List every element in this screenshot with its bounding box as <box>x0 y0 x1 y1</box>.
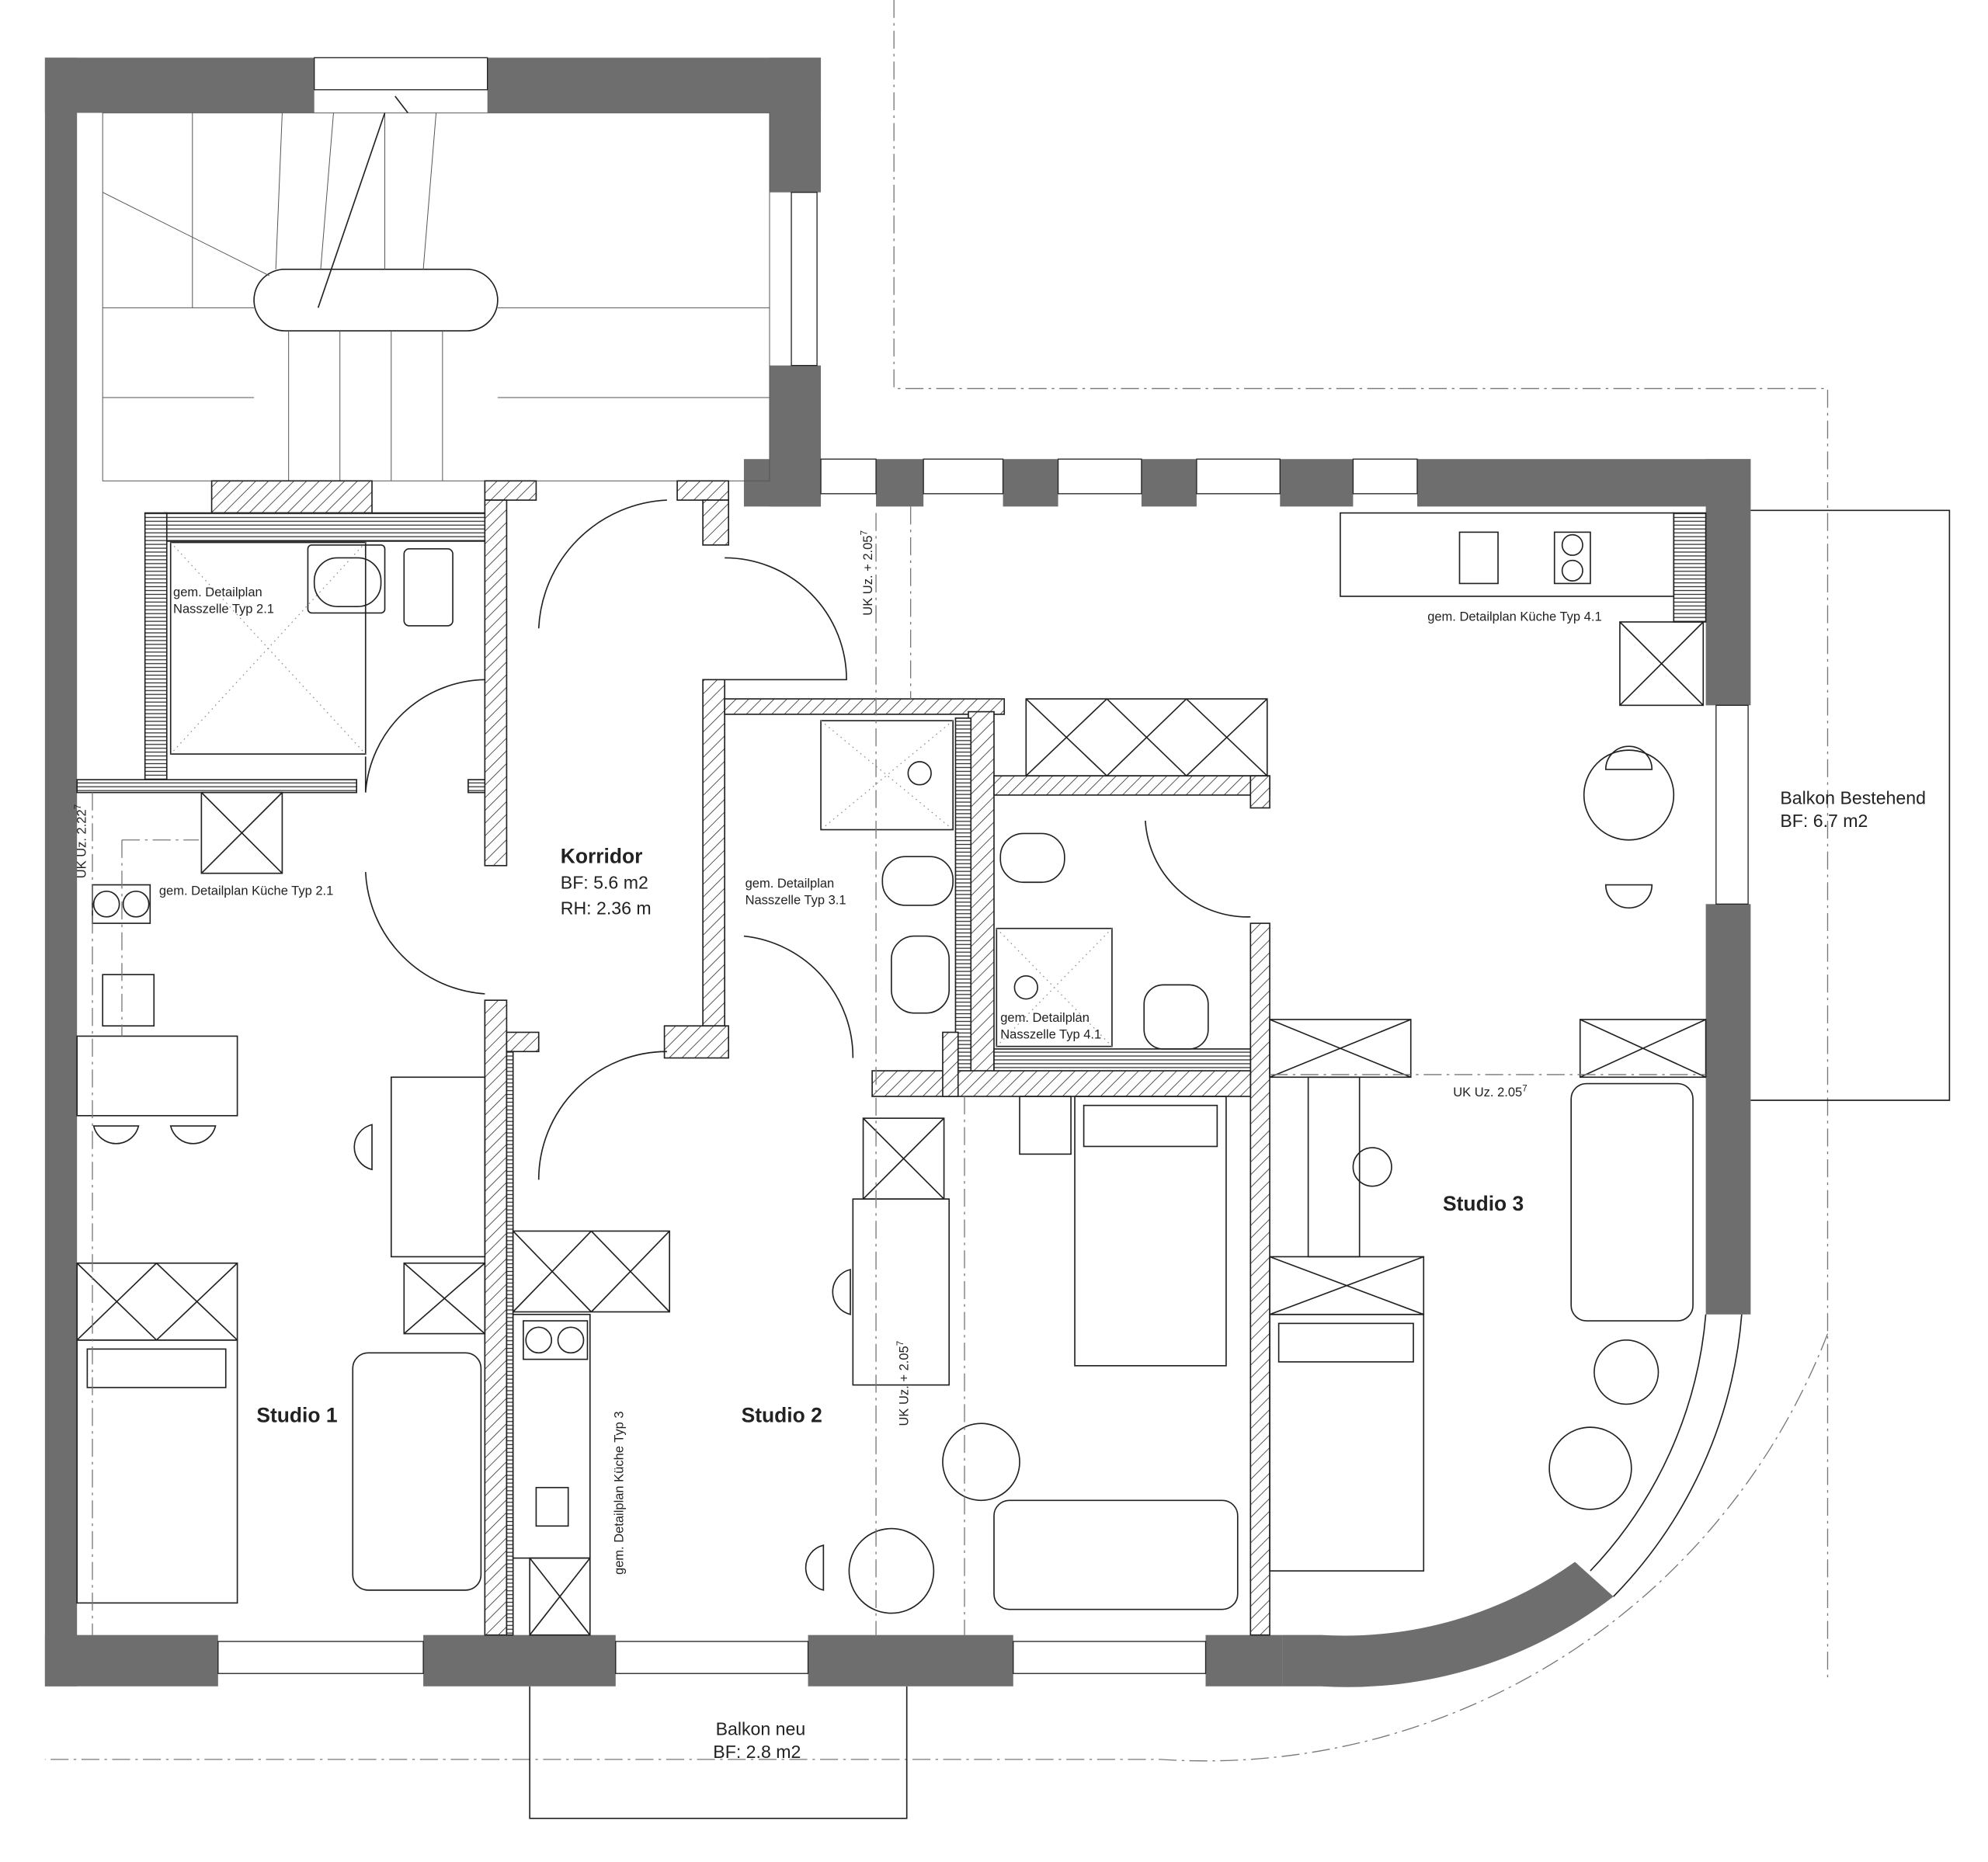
note-nasszelle-3-1-line2: Nasszelle Typ 3.1 <box>746 893 846 907</box>
interior-walls <box>76 480 1707 1636</box>
balcony-new-name: Balkon neu <box>716 1719 806 1739</box>
room-labels: Korridor BF: 5.6 m2 RH: 2.36 m Studio 1 … <box>256 787 1926 1762</box>
uk-studio-2: UK Uz. + 2.057 <box>896 1341 912 1426</box>
staircase <box>102 96 770 481</box>
bathroom-3-1 <box>820 720 954 1014</box>
room-name-studio-3: Studio 3 <box>1443 1192 1524 1215</box>
room-name-studio-1: Studio 1 <box>256 1404 337 1427</box>
bathroom-2-1 <box>169 541 454 755</box>
note-kueche-3: gem. Detailplan Küche Typ 3 <box>613 1411 627 1575</box>
note-nasszelle-2-1: gem. Detailplan <box>173 585 262 599</box>
doors <box>364 499 1251 1180</box>
note-nasszelle-4-1: gem. Detailplan <box>1000 1011 1090 1025</box>
property-lines <box>44 0 1829 1762</box>
windows <box>217 57 1749 1674</box>
note-nasszelle-3-1: gem. Detailplan <box>746 877 835 891</box>
korridor-area: BF: 5.6 m2 <box>561 872 648 892</box>
detail-notes: gem. Detailplan Nasszelle Typ 2.1 gem. D… <box>159 585 1602 1575</box>
note-kueche-4-1: gem. Detailplan Küche Typ 4.1 <box>1427 610 1601 624</box>
note-nasszelle-2-1-line2: Nasszelle Typ 2.1 <box>173 602 274 616</box>
balcony-existing-name: Balkon Bestehend <box>1780 787 1926 808</box>
bathroom-4-1 <box>996 832 1209 1050</box>
uk-studio-1: UK Uz. 2.227 <box>74 804 89 878</box>
korridor-height: RH: 2.36 m <box>561 898 652 919</box>
furniture <box>76 745 1694 1614</box>
kitchens <box>76 512 1707 1636</box>
uk-top: UK Uz. + 2.057 <box>860 530 876 616</box>
room-name-korridor: Korridor <box>561 844 643 867</box>
height-annotations: UK Uz. 2.227 UK Uz. + 2.057 UK Uz. + 2.0… <box>74 530 1527 1426</box>
balcony-new-area: BF: 2.8 m2 <box>713 1742 801 1762</box>
ceiling-lines <box>92 506 1706 1635</box>
balcony-existing <box>1750 509 1951 1101</box>
balcony-new <box>529 1686 908 1819</box>
note-kueche-2-1: gem. Detailplan Küche Typ 2.1 <box>159 884 333 898</box>
exterior-walls <box>44 57 1751 1687</box>
room-name-studio-2: Studio 2 <box>742 1404 822 1427</box>
uk-studio-3: UK Uz. 2.057 <box>1453 1084 1527 1099</box>
note-nasszelle-4-1-line2: Nasszelle Typ 4.1 <box>1000 1028 1101 1042</box>
balcony-existing-area: BF: 6.7 m2 <box>1780 811 1868 831</box>
